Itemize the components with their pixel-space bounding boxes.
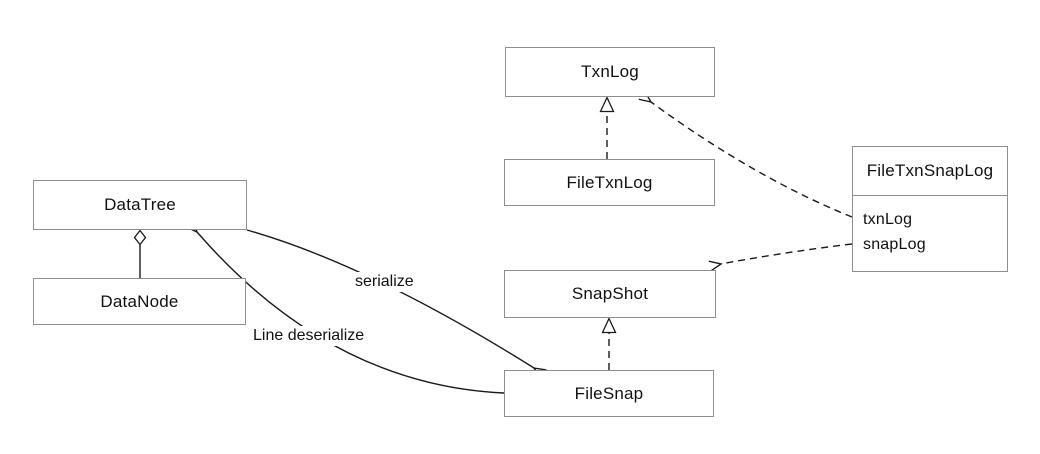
class-box-txnlog: TxnLog	[505, 47, 715, 97]
aggregation-diamond-icon	[133, 229, 147, 246]
class-name: FileTxnLog	[566, 172, 653, 192]
realization-triangle-icon	[601, 316, 617, 334]
class-name: SnapShot	[571, 284, 649, 303]
class-name: DataTree	[104, 195, 176, 214]
class-box-datatree: DataTree	[33, 180, 247, 230]
class-title-compartment: FileTxnSnapLog	[853, 147, 1007, 196]
edge-deserialize	[197, 232, 505, 394]
edge-label-deserialize: Line deserialize	[250, 326, 368, 346]
field-snaplog: snapLog	[863, 236, 926, 253]
edge-serialize	[246, 229, 534, 368]
realization-triangle-icon	[599, 95, 615, 113]
class-box-filesnap: FileSnap	[504, 370, 714, 417]
class-box-filetxnsnaplog: FileTxnSnapLog txnLog snapLog	[852, 146, 1008, 272]
edge-label-serialize: serialize	[352, 272, 417, 292]
class-fields-compartment: txnLog snapLog	[853, 196, 1007, 257]
class-box-datanode: DataNode	[33, 278, 246, 325]
field-txnlog: txnLog	[863, 211, 913, 228]
class-box-snapshot: SnapShot	[504, 270, 716, 318]
class-name: TxnLog	[581, 62, 639, 81]
edge-snaplog-dependency	[721, 243, 853, 264]
edge-txnlog-dependency	[651, 102, 853, 218]
class-name: FileTxnSnapLog	[866, 161, 994, 180]
class-name: DataNode	[100, 291, 179, 311]
class-box-filetxnlog: FileTxnLog	[504, 159, 715, 206]
class-name: FileSnap	[574, 383, 644, 403]
